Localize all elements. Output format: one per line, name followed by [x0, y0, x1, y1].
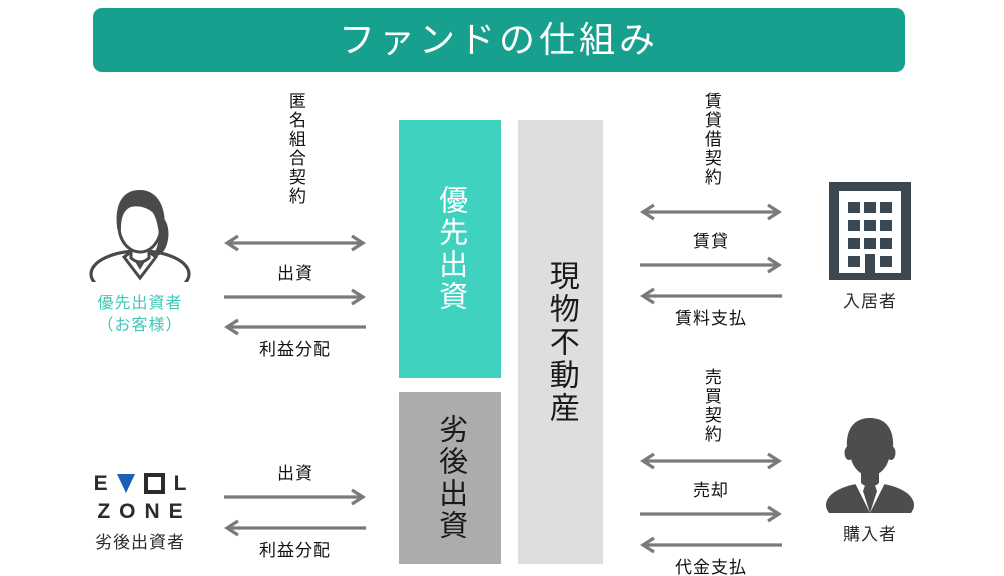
page-title-banner: ファンドの仕組み: [93, 8, 905, 72]
evolzone-letter-o2: O: [119, 500, 136, 523]
evolzone-letter-e2: E: [168, 500, 183, 523]
flow-arrow-daikin-shiharai: [640, 536, 782, 554]
flow-arrow-tokumei-kumiai: [224, 234, 366, 252]
center-box-real-property: 現物不動産: [518, 120, 603, 564]
actor-buyer-label: 購入者: [843, 525, 897, 544]
woman-avatar-icon: [87, 186, 193, 299]
center-box-senior-investment-label: 優先出資: [434, 185, 467, 313]
flow-label-daikin-shiharai: 代金支払: [675, 558, 747, 576]
flow-arrow-chintai: [640, 256, 782, 274]
flow-group-left-top: 匿名組合契約 出資 利益分配: [222, 92, 368, 362]
flow-arrow-chinryo-shiharai: [640, 287, 782, 305]
center-box-subordinate-investment: 劣後出資: [399, 392, 501, 564]
flow-group-right-top: 賃貸借契約 賃貸 賃料支払: [638, 92, 784, 332]
evolzone-letter-e: E: [93, 472, 108, 495]
center-box-subordinate-investment-label: 劣後出資: [434, 414, 467, 542]
evolzone-logo-line1: E L: [93, 472, 187, 495]
evolzone-triangle-icon: [116, 474, 135, 493]
flow-arrow-shusshi: [224, 288, 366, 306]
evolzone-logo-line2: Z O N E: [97, 501, 182, 522]
flow-group-left-bottom: 出資 利益分配: [222, 464, 368, 564]
businessman-avatar-icon: [821, 413, 919, 527]
flow-label-rieki-bunpai-junior: 利益分配: [259, 541, 331, 560]
evolzone-letter-z: Z: [97, 500, 111, 523]
flow-arrow-rieki-bunpai-junior: [224, 519, 366, 537]
flow-arrow-rieki-bunpai: [224, 318, 366, 336]
flow-label-rieki-bunpai: 利益分配: [259, 340, 331, 359]
evolzone-logo: E L Z O N E: [93, 472, 187, 522]
evolzone-letter-n: N: [144, 500, 160, 523]
flow-label-shusshi: 出資: [277, 264, 313, 283]
building-icon: [829, 181, 911, 285]
actor-buyer: 購入者: [800, 413, 940, 547]
actor-junior-investor: E L Z O N E 劣後出資者: [64, 473, 216, 555]
flow-label-chintai: 賃貸: [693, 232, 729, 251]
flow-arrow-chintaishaku-keiyaku: [640, 203, 782, 221]
center-box-senior-investment: 優先出資: [399, 120, 501, 378]
flow-label-chinryo-shiharai: 賃料支払: [675, 309, 747, 328]
flow-arrow-shusshi-junior: [224, 488, 366, 506]
flow-label-baibai-keiyaku: 売買契約: [701, 368, 721, 444]
actor-senior-investor-label-line2: （お客様）: [97, 316, 183, 334]
page-title: ファンドの仕組み: [338, 19, 659, 60]
evolzone-letter-l: L: [173, 472, 187, 495]
actor-tenant: 入居者: [800, 181, 940, 314]
flow-label-chintaishaku-keiyaku: 賃貸借契約: [701, 92, 721, 187]
actor-senior-investor: 優先出資者 （お客様）: [64, 186, 216, 336]
flow-arrow-baikyaku: [640, 505, 782, 523]
flow-group-right-bottom: 売買契約 売却 代金支払: [638, 368, 784, 576]
flow-arrow-baibai-keiyaku: [640, 452, 782, 470]
center-box-real-property-label: 現物不動産: [544, 259, 578, 425]
flow-label-baikyaku: 売却: [693, 481, 729, 500]
flow-label-tokumei-kumiai: 匿名組合契約: [285, 92, 305, 206]
actor-junior-investor-label: 劣後出資者: [95, 533, 185, 552]
actor-senior-investor-label-line1: 優先出資者: [97, 295, 183, 312]
evolzone-square-icon: [143, 473, 165, 494]
flow-label-shusshi-junior: 出資: [277, 464, 313, 483]
actor-tenant-label: 入居者: [843, 292, 897, 311]
